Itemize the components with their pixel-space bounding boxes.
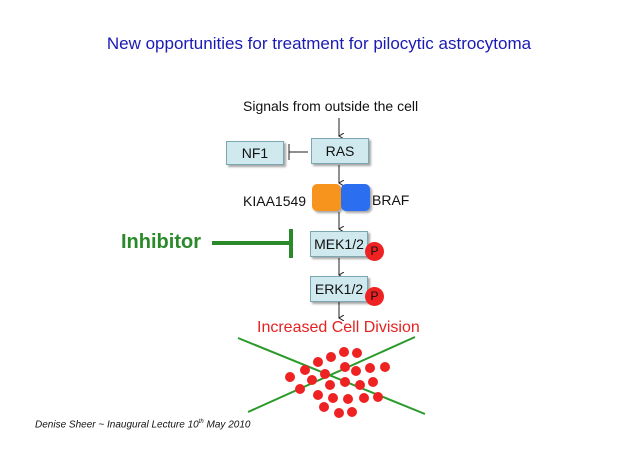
- cell: [307, 375, 317, 385]
- cell: [343, 394, 353, 404]
- cell: [373, 392, 383, 402]
- mek12-box: MEK1/2: [310, 231, 368, 257]
- cell: [347, 407, 357, 417]
- cell: [295, 384, 305, 394]
- nf1-inhibition-mark: [288, 144, 308, 160]
- cell: [340, 377, 350, 387]
- cell: [334, 408, 344, 418]
- cell: [319, 402, 329, 412]
- cell: [300, 365, 310, 375]
- cell: [368, 377, 378, 387]
- cell-division-cross: [237, 336, 426, 415]
- erk-phospho-badge: P: [365, 287, 384, 306]
- cell: [352, 348, 362, 358]
- mek-phospho-badge: P: [365, 242, 384, 261]
- erk12-box: ERK1/2: [310, 276, 368, 302]
- footer-sup: th: [198, 419, 204, 425]
- cell: [313, 357, 323, 367]
- cell: [285, 372, 295, 382]
- cell: [380, 362, 390, 372]
- footer-tail: May 2010: [203, 419, 251, 431]
- ras-box: RAS: [311, 138, 369, 164]
- cell: [355, 380, 365, 390]
- signals-label: Signals from outside the cell: [243, 98, 419, 114]
- cell: [359, 393, 369, 403]
- footer-text: Denise Sheer ~ Inaugural Lecture 10: [35, 419, 199, 431]
- cell: [328, 393, 338, 403]
- cell: [340, 362, 350, 372]
- increased-cell-division-label: Increased Cell Division: [257, 319, 420, 336]
- cell: [365, 363, 375, 373]
- cell: [320, 369, 330, 379]
- cell: [351, 366, 361, 376]
- cell: [325, 380, 335, 390]
- footer-credit: Denise Sheer ~ Inaugural Lecture 10th Ma…: [35, 419, 250, 430]
- braf-label: BRAF: [372, 192, 410, 208]
- cell: [313, 390, 323, 400]
- cell: [339, 347, 349, 357]
- cell: [326, 352, 336, 362]
- slide-title: New opportunities for treatment for pilo…: [106, 34, 532, 53]
- inhibitor-tbar: [212, 229, 293, 258]
- nf1-box: NF1: [226, 141, 284, 165]
- cell-cluster: [285, 347, 390, 418]
- kiaa1549-label: KIAA1549: [243, 193, 307, 209]
- inhibitor-label: Inhibitor: [121, 231, 201, 253]
- kiaa1549-block: [312, 184, 341, 211]
- braf-block: [341, 184, 370, 211]
